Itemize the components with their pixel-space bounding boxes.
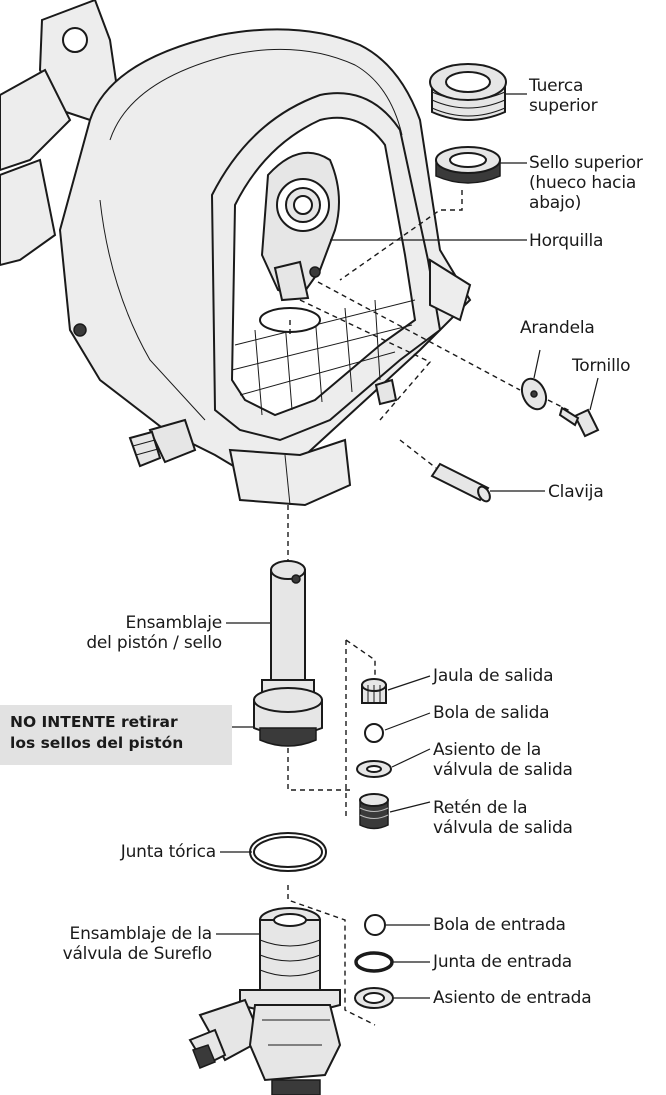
label-line: Sello superior <box>529 153 643 173</box>
washer-screw-pin <box>299 281 600 503</box>
label-bola-entrada: Bola de entrada <box>433 915 566 935</box>
label-ensamblaje-piston: Ensamblaje del pistón / sello <box>60 613 222 653</box>
label-junta-torica: Junta tórica <box>120 842 216 862</box>
label-junta-entrada: Junta de entrada <box>433 952 573 972</box>
label-sello-superior: Sello superior (hueco hacia abajo) <box>529 153 643 213</box>
warning-line: NO INTENTE retirar <box>10 713 178 731</box>
label-bola-salida: Bola de salida <box>433 703 550 723</box>
top-seal <box>339 146 501 281</box>
label-line: Asiento de la <box>433 740 542 760</box>
label-clavija: Clavija <box>548 482 604 502</box>
label-line: Retén de la <box>433 798 528 818</box>
label-line: válvula de salida <box>433 760 573 780</box>
warning-text: NO INTENTE retirar los sellos del pistón <box>10 712 183 754</box>
label-line: válvula de Sureflo <box>62 944 213 964</box>
label-tornillo: Tornillo <box>572 356 631 376</box>
warning-box <box>0 705 232 765</box>
label-line: Ensamblaje <box>125 613 223 633</box>
label-horquilla: Horquilla <box>529 231 604 251</box>
label-jaula-salida: Jaula de salida <box>433 666 554 686</box>
inlet-parts <box>354 914 394 1009</box>
label-line: (hueco hacia <box>529 173 637 193</box>
label-arandela: Arandela <box>520 318 595 338</box>
label-reten-valvula-salida: Retén de la válvula de salida <box>433 798 573 838</box>
label-ensamblaje-sureflo: Ensamblaje de la válvula de Sureflo <box>20 924 213 964</box>
label-asiento-valvula-salida: Asiento de la válvula de salida <box>433 740 573 780</box>
label-line: válvula de salida <box>433 818 573 838</box>
leader-lines <box>216 93 599 999</box>
label-line: abajo) <box>529 193 582 213</box>
label-line: superior <box>529 96 598 116</box>
top-nut <box>429 63 507 121</box>
outlet-valve-parts <box>345 639 392 830</box>
label-line: Ensamblaje de la <box>69 924 213 944</box>
label-tuerca-superior: Tuerca superior <box>529 76 598 116</box>
label-asiento-entrada: Asiento de entrada <box>433 988 592 1008</box>
label-line: del pistón / sello <box>86 633 222 653</box>
label-line: Tuerca <box>529 76 584 96</box>
pump-housing <box>0 0 472 507</box>
piston-assembly <box>253 505 350 791</box>
sureflo-valve <box>188 907 342 1095</box>
warning-line: los sellos del pistón <box>10 734 184 752</box>
